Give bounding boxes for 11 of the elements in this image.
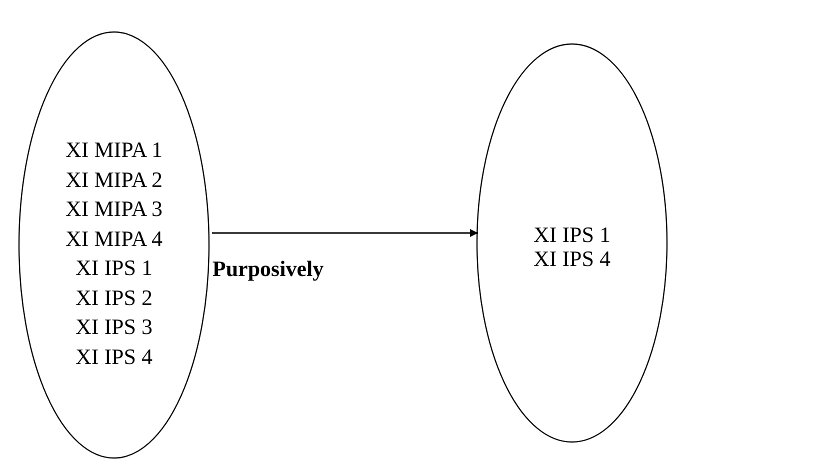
class-name: XI IPS 3 xyxy=(75,313,152,341)
class-name: XI MIPA 1 xyxy=(66,136,162,164)
class-name: XI MIPA 4 xyxy=(66,224,162,252)
class-name: XI IPS 4 xyxy=(533,247,610,271)
class-name: XI IPS 4 xyxy=(75,342,152,370)
class-name: XI MIPA 2 xyxy=(66,166,162,194)
class-name: XI IPS 2 xyxy=(75,284,152,312)
class-name: XI IPS 1 xyxy=(75,254,152,282)
class-name: XI MIPA 3 xyxy=(66,195,162,223)
arrow xyxy=(212,229,478,237)
class-name: XI IPS 1 xyxy=(533,223,610,247)
